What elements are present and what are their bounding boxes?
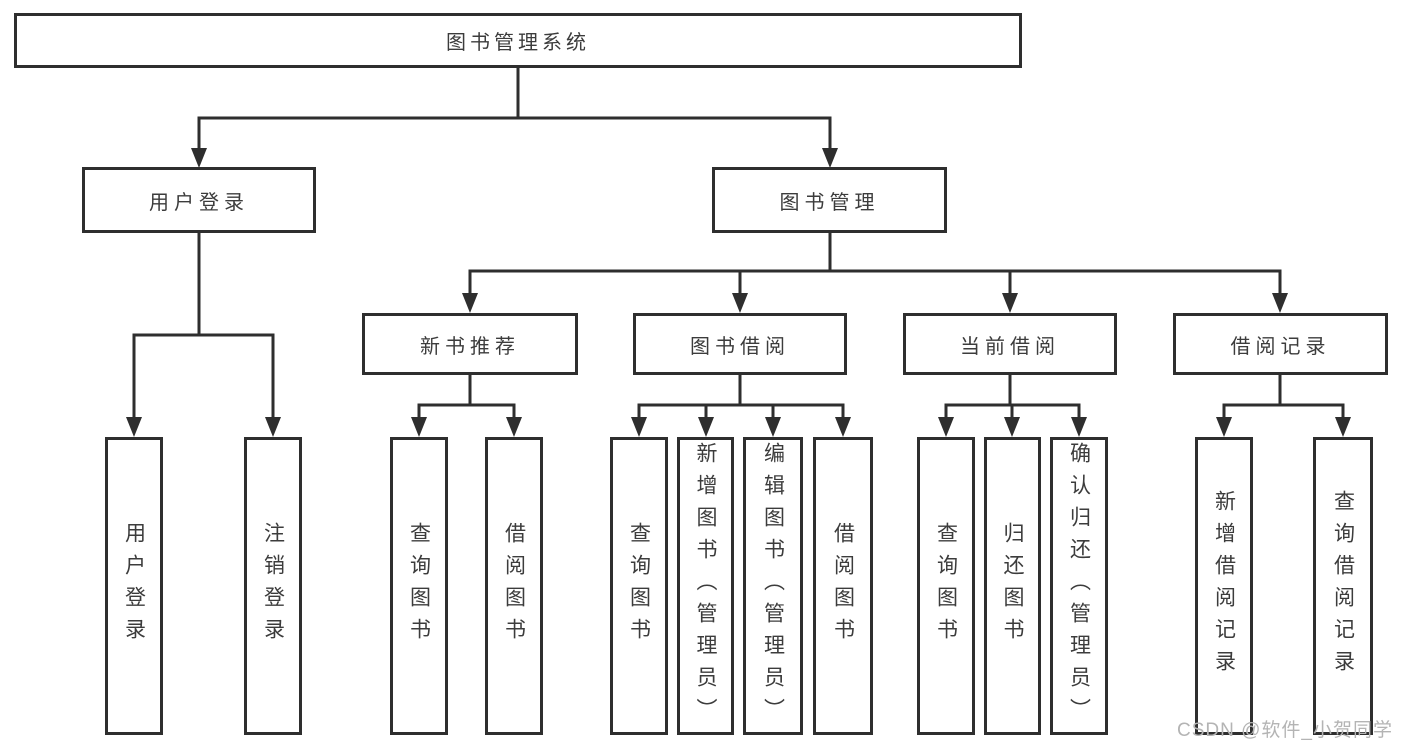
node-user-login: 用户登录 [82, 167, 316, 233]
node-query-books-recommend: 查询图书 [390, 437, 448, 735]
node-label: 借阅记录 [1230, 335, 1331, 358]
node-current-borrowing: 当前借阅 [903, 313, 1117, 375]
node-add-borrow-record: 新增借阅记录 [1195, 437, 1253, 735]
node-label: 注销登录 [261, 522, 285, 650]
node-return-book: 归还图书 [984, 437, 1041, 735]
node-library-management-system: 图书管理系统 [14, 13, 1022, 68]
node-label: 用户登录 [149, 191, 249, 214]
node-label: 图书管理系统 [446, 32, 590, 54]
node-borrow-books-recommend: 借阅图书 [485, 437, 543, 735]
node-label: 编辑图书（管理员） [761, 442, 785, 730]
node-label: 新增图书（管理员） [694, 442, 717, 730]
node-label: 图书借阅 [690, 335, 790, 358]
node-label: 图书管理 [779, 191, 880, 214]
node-query-borrow-record: 查询借阅记录 [1313, 437, 1373, 735]
node-query-books-borrowing: 查询图书 [610, 437, 668, 735]
node-label: 新增借阅记录 [1212, 490, 1236, 682]
node-edit-book-admin: 编辑图书（管理员） [743, 437, 803, 735]
node-label: 查询图书 [407, 522, 431, 650]
node-label: 归还图书 [1001, 522, 1024, 650]
node-book-borrowing: 图书借阅 [633, 313, 847, 375]
node-new-book-recommend: 新书推荐 [362, 313, 578, 375]
tree-edges [126, 68, 1351, 437]
node-label: 查询图书 [627, 522, 651, 650]
node-label: 借阅图书 [831, 522, 855, 650]
node-label: 用户登录 [122, 522, 146, 650]
node-book-management: 图书管理 [712, 167, 947, 233]
node-label: 新书推荐 [420, 335, 520, 358]
node-user-login-action: 用户登录 [105, 437, 163, 735]
node-borrow-records: 借阅记录 [1173, 313, 1388, 375]
node-query-books-current: 查询图书 [917, 437, 975, 735]
node-borrow-books-action: 借阅图书 [813, 437, 873, 735]
node-label: 借阅图书 [502, 522, 526, 650]
node-label: 查询借阅记录 [1331, 490, 1355, 682]
node-label: 查询图书 [934, 522, 958, 650]
node-confirm-return-admin: 确认归还（管理员） [1050, 437, 1108, 735]
node-label: 确认归还（管理员） [1067, 442, 1091, 730]
node-label: 当前借阅 [960, 335, 1060, 358]
node-logout: 注销登录 [244, 437, 302, 735]
node-add-book-admin: 新增图书（管理员） [677, 437, 734, 735]
